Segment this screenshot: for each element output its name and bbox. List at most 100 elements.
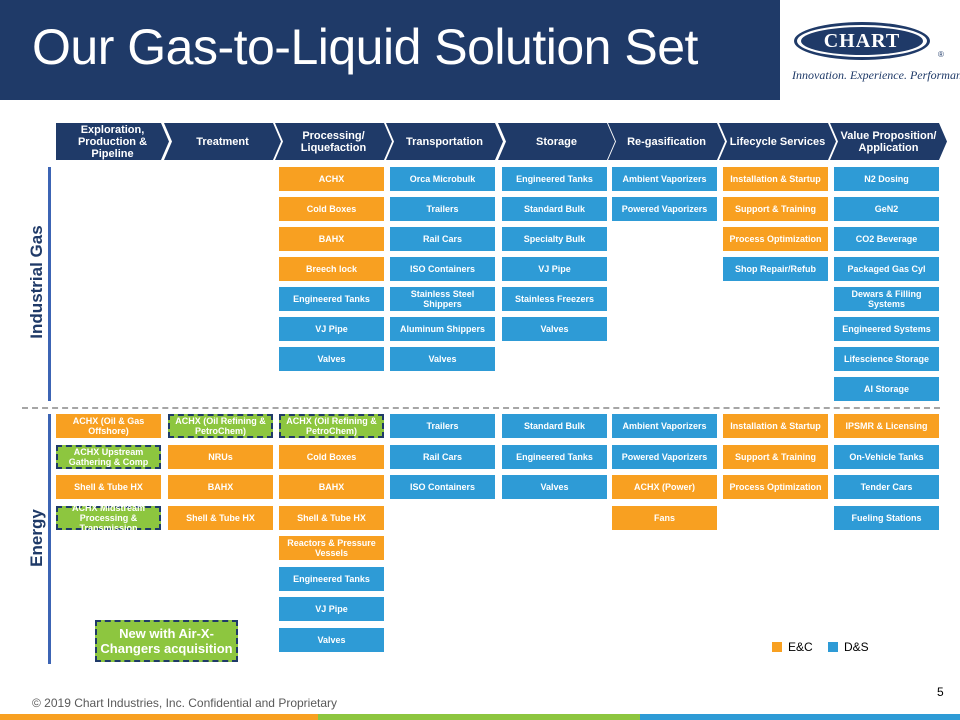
legend-ec: E&C: [772, 640, 813, 654]
footer-bar-blue: [640, 714, 960, 720]
solution-box: Valves: [502, 475, 607, 499]
footer-bar-green: [318, 714, 640, 720]
stage-header: Lifecycle Services: [719, 123, 836, 160]
solution-box: Support & Training: [723, 197, 828, 221]
stage-header: Storage: [498, 123, 615, 160]
solution-box: Engineered Tanks: [279, 287, 384, 311]
solution-box: Rail Cars: [390, 444, 495, 469]
solution-box: Support & Training: [723, 444, 828, 469]
copyright: © 2019 Chart Industries, Inc. Confidenti…: [32, 696, 338, 710]
solution-box: Installation & Startup: [723, 167, 828, 191]
solution-box: Powered Vaporizers: [612, 444, 717, 469]
solution-box: ACHX (Power): [612, 475, 717, 499]
solution-box: Tender Cars: [834, 475, 939, 499]
solution-box: Fueling Stations: [834, 505, 939, 530]
stage-header: Exploration, Production & Pipeline: [56, 123, 169, 160]
solution-box: Process Optimization: [723, 475, 828, 499]
solution-box: Shell & Tube HX: [279, 505, 384, 530]
section-energy: Energy: [27, 509, 46, 567]
solution-box: ACHX Upstream Gathering & Comp: [56, 444, 161, 469]
registered-mark: ®: [938, 50, 944, 59]
solution-box: IPSMR & Licensing: [834, 414, 939, 438]
solution-box: Shop Repair/Refub: [723, 257, 828, 281]
logo-oval: CHART: [794, 22, 930, 60]
solution-box: Engineered Tanks: [502, 167, 607, 191]
solution-box: VJ Pipe: [502, 257, 607, 281]
solution-box: Fans: [612, 505, 717, 530]
solution-box: Stainless Freezers: [502, 287, 607, 311]
solution-box: Shell & Tube HX: [56, 475, 161, 499]
section-divider: [22, 407, 940, 409]
solution-box: Dewars & Filling Systems: [834, 287, 939, 311]
solution-box: Specialty Bulk: [502, 227, 607, 251]
solution-box: BAHX: [168, 475, 273, 499]
solution-box: ACHX Midstream Processing & Transmission: [56, 503, 161, 533]
solution-box: BAHX: [279, 227, 384, 251]
solution-box: Packaged Gas Cyl: [834, 257, 939, 281]
solution-box: Installation & Startup: [723, 414, 828, 438]
legend-ds-label: D&S: [844, 640, 869, 654]
solution-box: Cold Boxes: [279, 197, 384, 221]
solution-box: Ambient Vaporizers: [612, 414, 717, 438]
solution-box: ACHX (Oil Refining & PetroChem): [168, 414, 273, 438]
chart-logo: CHART ® Innovation. Experience. Performa…: [780, 0, 960, 100]
solution-box: Standard Bulk: [502, 197, 607, 221]
footer-bar-orange: [0, 714, 318, 720]
solution-box: ACHX (Oil Refining & PetroChem): [279, 414, 384, 438]
solution-box: Standard Bulk: [502, 414, 607, 438]
tagline: Innovation. Experience. Performance.: [792, 68, 960, 82]
solution-box: Valves: [502, 317, 607, 341]
legend-ec-label: E&C: [788, 640, 813, 654]
new-acquisition-note: New with Air-X-Changers acquisition: [95, 620, 238, 662]
solution-box: Aluminum Shippers: [390, 317, 495, 341]
solution-box: GeN2: [834, 197, 939, 221]
solution-box: Valves: [279, 627, 384, 652]
stage-header: Treatment: [164, 123, 281, 160]
solution-box: VJ Pipe: [279, 317, 384, 341]
legend-ds: D&S: [828, 640, 869, 654]
stage-header: Processing/ Liquefaction: [275, 123, 392, 160]
solution-box: Trailers: [390, 414, 495, 438]
stage-header: Re-gasification: [608, 123, 725, 160]
solution-box: VJ Pipe: [279, 597, 384, 621]
solution-box: Cold Boxes: [279, 444, 384, 469]
solution-box: Powered Vaporizers: [612, 197, 717, 221]
section-industrial-gas: Industrial Gas: [27, 225, 46, 339]
solution-box: On-Vehicle Tanks: [834, 444, 939, 469]
page-title: Our Gas-to-Liquid Solution Set: [32, 19, 698, 75]
solution-box: Reactors & Pressure Vessels: [279, 536, 384, 560]
solution-box: Engineered Tanks: [502, 444, 607, 469]
solution-box: Valves: [390, 347, 495, 371]
solution-box: Engineered Systems: [834, 317, 939, 341]
energy-column: ACHX (Oil & Gas Offshore) ACHX Upstream G…: [56, 414, 161, 536]
legend-ec-swatch: [772, 642, 782, 652]
solution-box: Shell & Tube HX: [168, 505, 273, 530]
industrial-gas-line: [48, 167, 51, 401]
solution-box: ISO Containers: [390, 475, 495, 499]
solution-box: Trailers: [390, 197, 495, 221]
solution-box: N2 Dosing: [834, 167, 939, 191]
solution-box: Breech lock: [279, 257, 384, 281]
solution-box: CO2 Beverage: [834, 227, 939, 251]
energy-line: [48, 414, 51, 664]
solution-box: Stainless Steel Shippers: [390, 287, 495, 311]
stage-header: Transportation: [386, 123, 503, 160]
logo-text: CHART: [801, 27, 923, 55]
solution-box: ACHX: [279, 167, 384, 191]
legend-ds-swatch: [828, 642, 838, 652]
solution-box: Ambient Vaporizers: [612, 167, 717, 191]
page-number: 5: [937, 685, 944, 699]
solution-box: Orca Microbulk: [390, 167, 495, 191]
solution-box: Rail Cars: [390, 227, 495, 251]
solution-box: ACHX (Oil & Gas Offshore): [56, 414, 161, 438]
